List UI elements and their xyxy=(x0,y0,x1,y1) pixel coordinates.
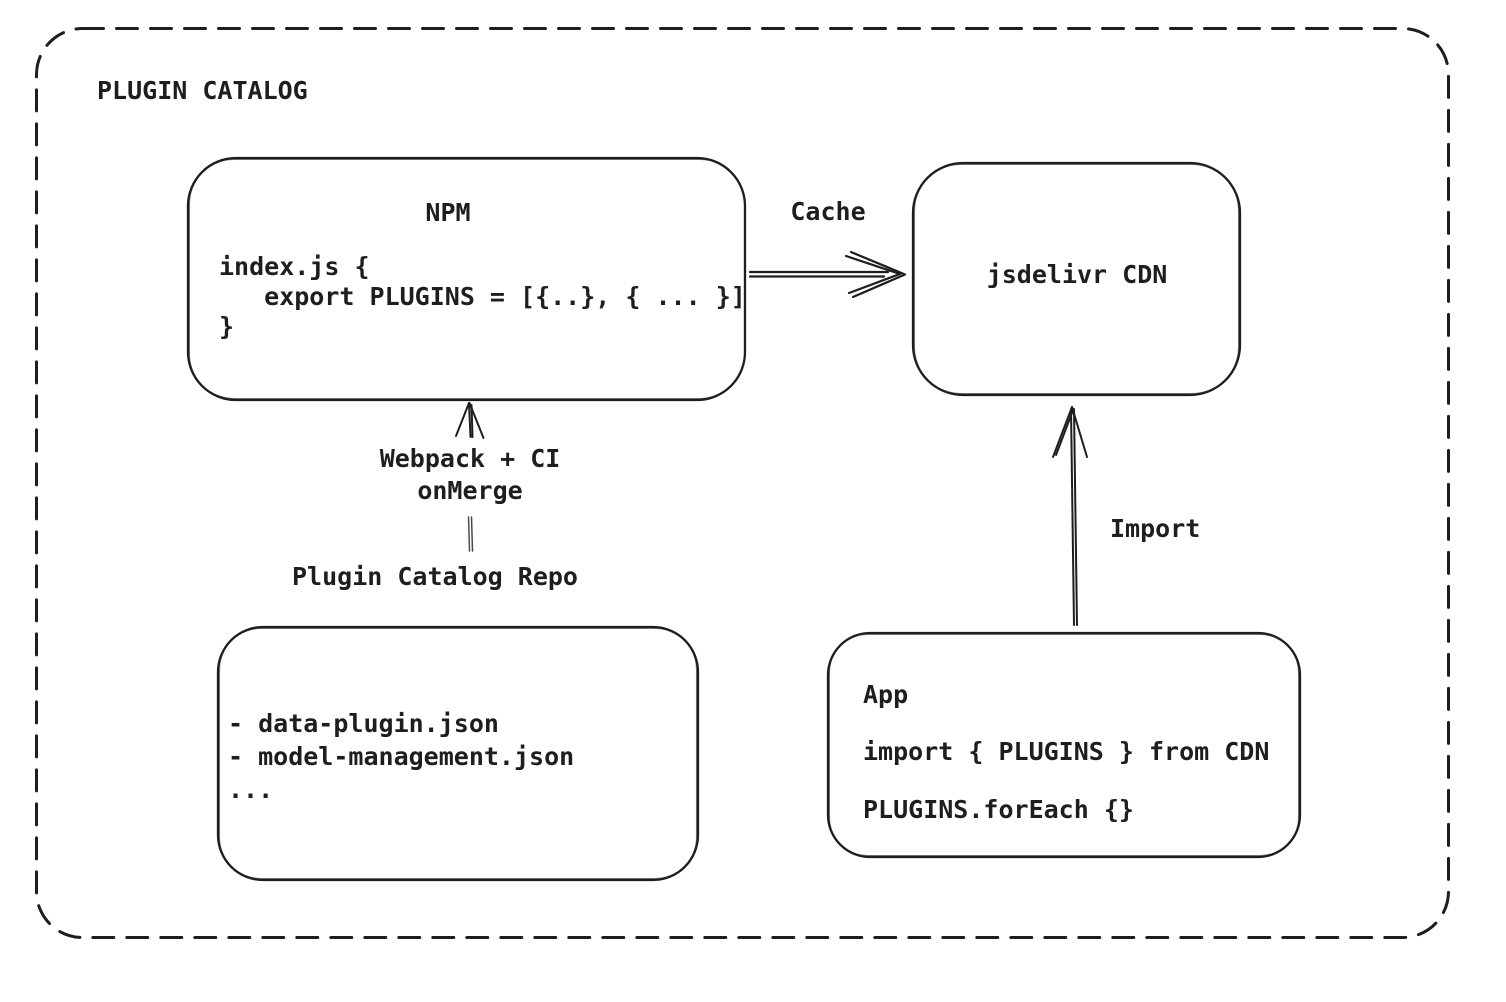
repo-node-box xyxy=(216,625,700,882)
cache-arrow xyxy=(748,250,907,299)
npm-node-box-sketch-stroke xyxy=(188,158,746,400)
app-node-box xyxy=(826,631,1302,859)
import-arrow-label: Import xyxy=(1110,514,1201,543)
import-arrow xyxy=(1052,406,1088,626)
app-code-line-2: PLUGINS.forEach {} xyxy=(863,795,1134,824)
npm-code-block: index.js { export PLUGINS = [{..}, { ...… xyxy=(219,252,746,342)
cdn-node-title: jsdelivr CDN xyxy=(986,260,1168,289)
app-code-line-1: import { PLUGINS } from CDN xyxy=(863,737,1270,766)
plugin-catalog-frame xyxy=(35,27,1450,939)
npm-code-line-3: } xyxy=(219,312,235,341)
repo-file-line-3: ... xyxy=(228,775,274,804)
app-node-box-sketch-stroke xyxy=(828,633,1300,857)
repo-file-list: - data-plugin.json - model-management.jso… xyxy=(228,707,574,806)
repo-file-line-2: - model-management.json xyxy=(228,742,575,771)
build-arrow xyxy=(455,402,485,439)
repo-node-title: Plugin Catalog Repo xyxy=(292,562,578,591)
cache-arrow-label: Cache xyxy=(790,197,866,226)
cdn-node-box-sketch-stroke xyxy=(913,163,1240,395)
repo-node-box-sketch-stroke xyxy=(218,627,698,880)
app-node-title: App xyxy=(863,680,909,709)
repo-file-line-1: - data-plugin.json xyxy=(228,709,499,738)
repo-connector-line xyxy=(467,516,474,552)
cdn-node-box xyxy=(911,161,1242,397)
build-arrow-label-line1: Webpack + CI xyxy=(379,444,561,473)
build-arrow-label-line2: onMerge xyxy=(417,476,523,505)
diagram-title: PLUGIN CATALOG xyxy=(97,76,308,105)
npm-node-title: NPM xyxy=(425,198,471,227)
npm-code-line-2: export PLUGINS = [{..}, { ... }] xyxy=(219,282,746,311)
npm-code-line-1: index.js { xyxy=(219,252,370,281)
